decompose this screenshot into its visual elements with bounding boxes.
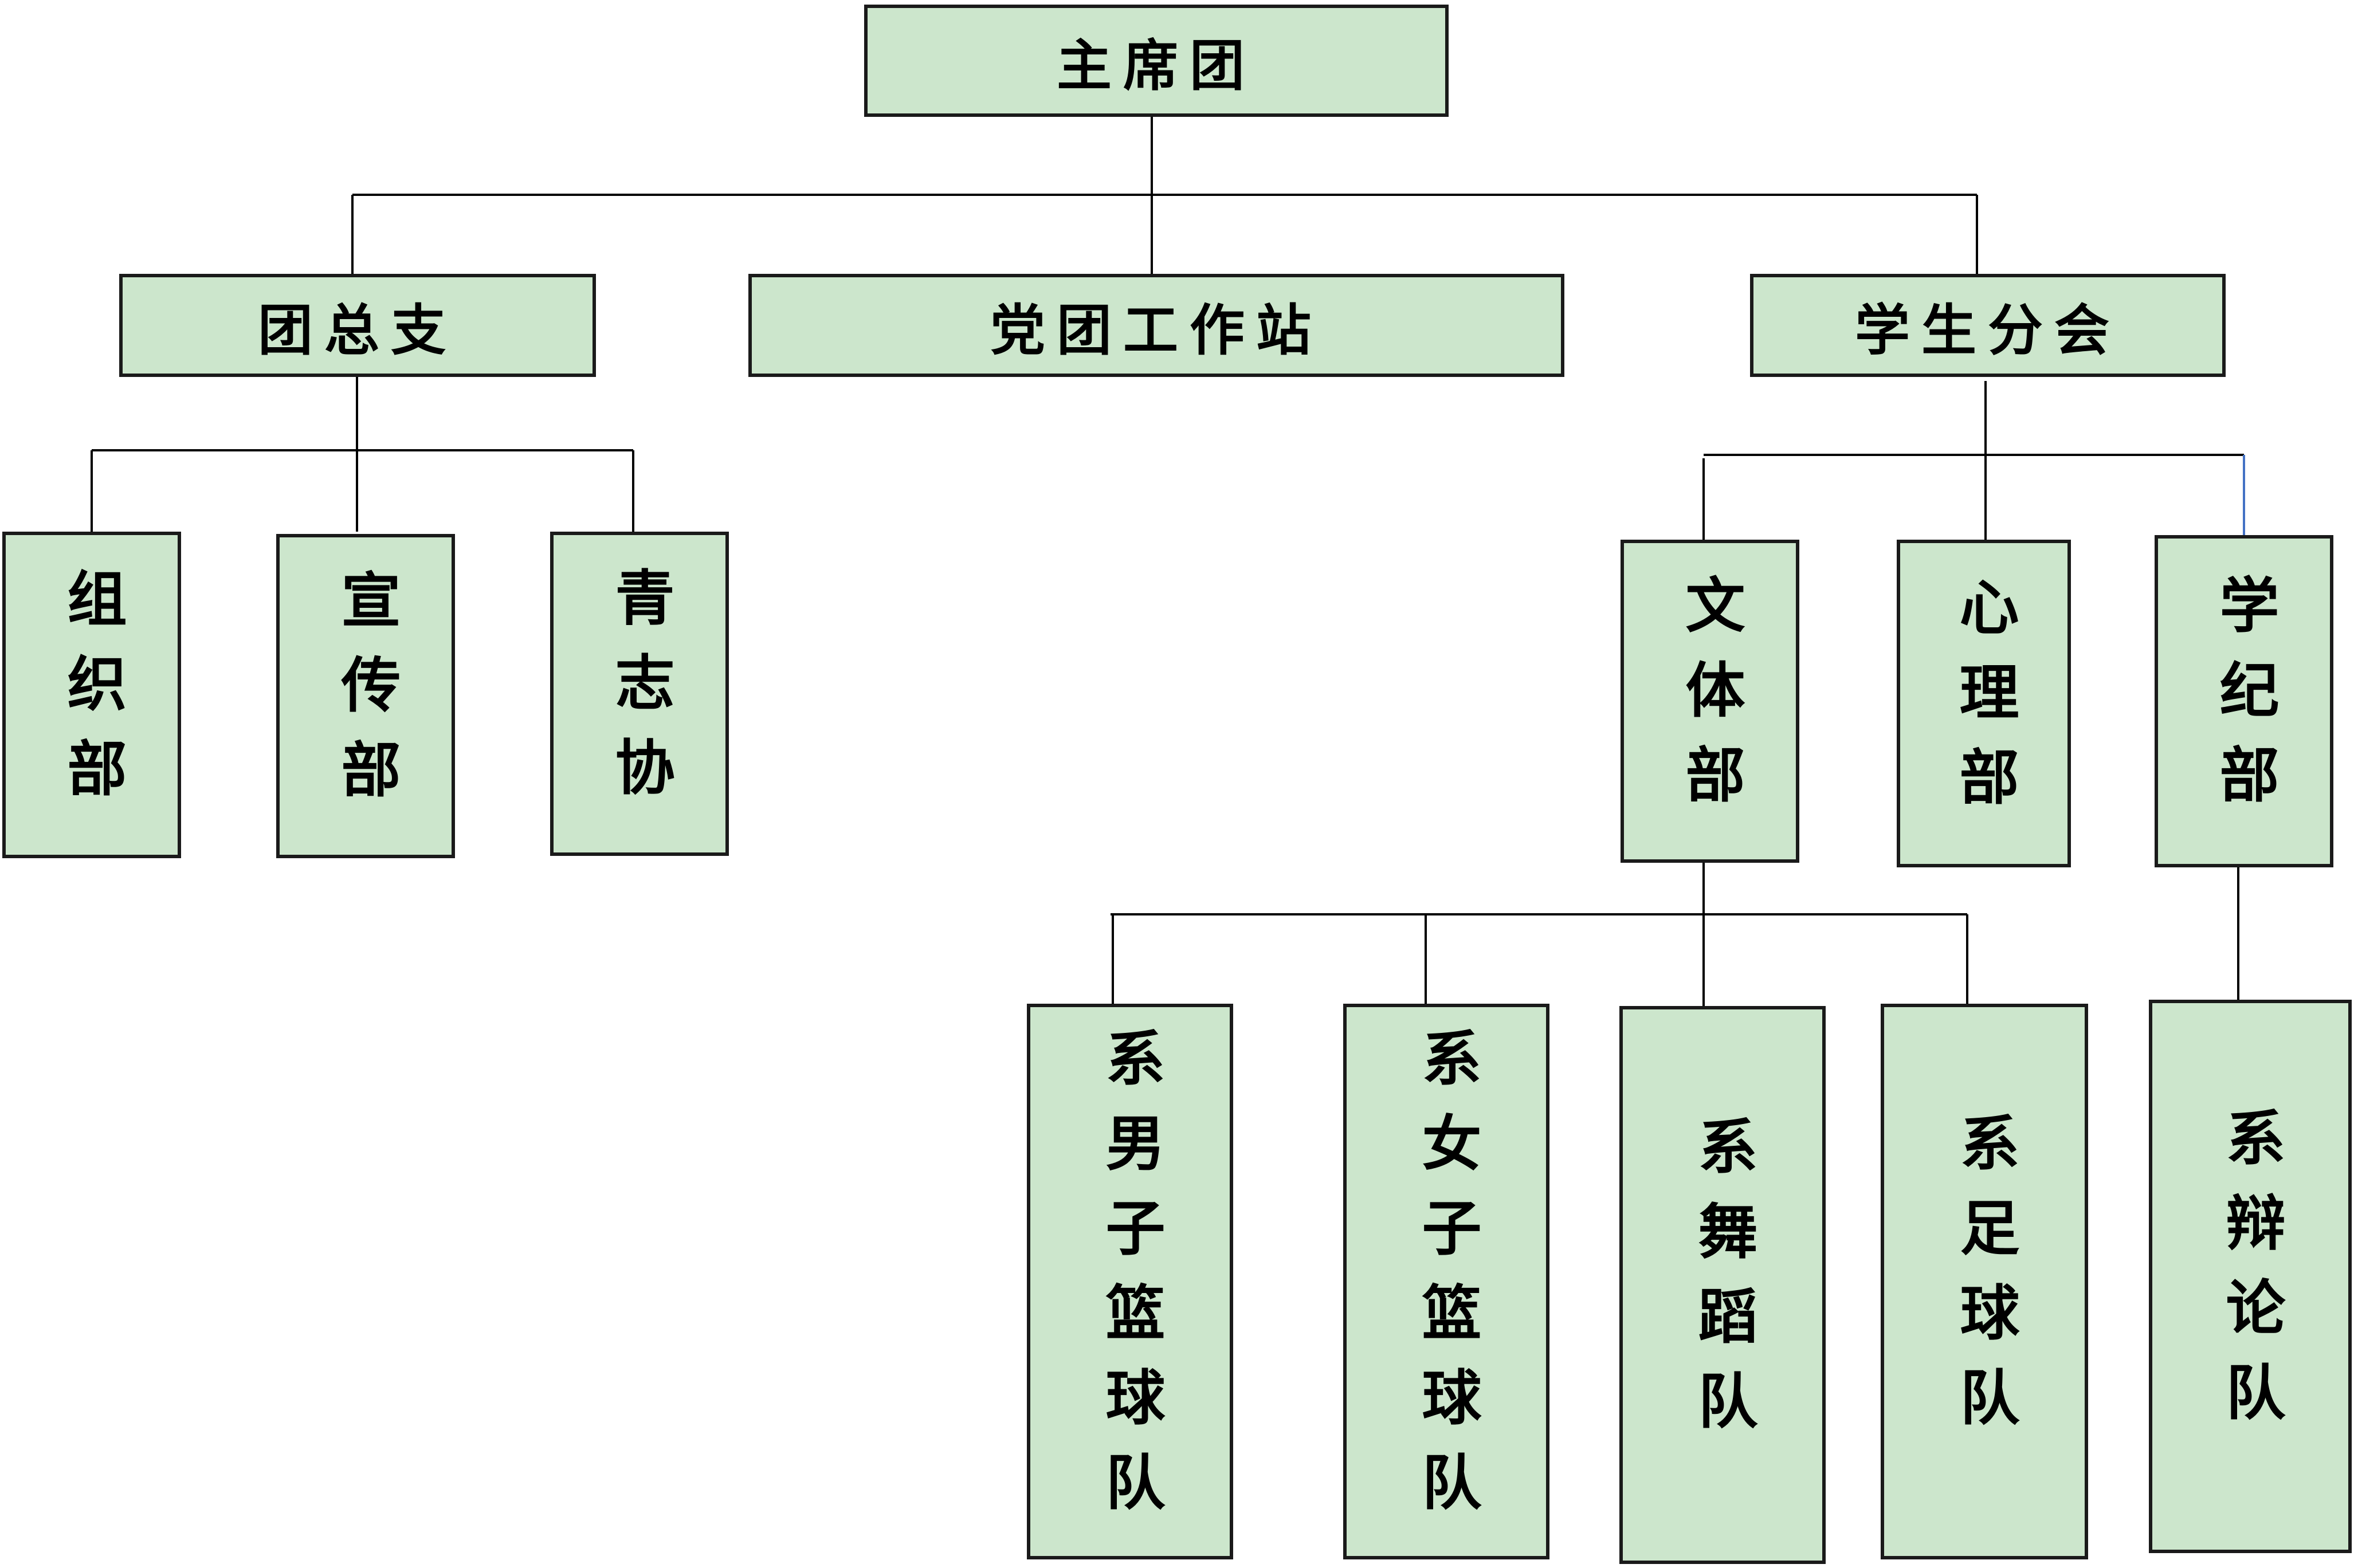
node-zuqiudui-label: 系足球队 — [1949, 1112, 2019, 1451]
node-nanzi-lanqiudui: 系男子篮球队 — [1027, 1004, 1233, 1559]
node-wentibu: 文体部 — [1621, 540, 1799, 863]
node-nanzi-lanqiudui-label: 系男子篮球队 — [1095, 1027, 1165, 1536]
node-qingzhixie-label: 青志协 — [605, 567, 674, 821]
node-zuzhibu: 组织部 — [2, 532, 181, 858]
node-qingzhixie: 青志协 — [550, 532, 729, 856]
node-xuanchuanbu: 宣传部 — [276, 534, 455, 858]
node-dangtuan-gongzuozhan: 党团工作站 — [748, 274, 1564, 377]
node-tuanzongzhi: 团总支 — [119, 274, 596, 377]
node-zuzhibu-label: 组织部 — [57, 568, 127, 822]
node-zuqiudui: 系足球队 — [1881, 1004, 2088, 1559]
node-wudaodui-label: 系舞蹈队 — [1688, 1115, 1757, 1455]
node-xinlibu-label: 心理部 — [1949, 576, 2019, 831]
node-wudaodui: 系舞蹈队 — [1619, 1006, 1826, 1564]
node-bianlundui: 系辩论队 — [2149, 1000, 2352, 1553]
node-nvzi-lanqiudui-label: 系女子篮球队 — [1411, 1027, 1481, 1536]
node-nvzi-lanqiudui: 系女子篮球队 — [1343, 1004, 1549, 1559]
node-wentibu-label: 文体部 — [1675, 574, 1745, 828]
node-bianlundui-label: 系辩论队 — [2215, 1107, 2285, 1446]
node-xuejibu-label: 学纪部 — [2209, 574, 2279, 828]
node-xuejibu: 学纪部 — [2155, 535, 2333, 867]
node-xueshengfenhui: 学生分会 — [1750, 274, 2226, 377]
node-zhuxituan: 主席团 — [864, 5, 1449, 117]
node-xuanchuanbu-label: 宣传部 — [331, 569, 401, 823]
node-xinlibu: 心理部 — [1897, 540, 2071, 867]
